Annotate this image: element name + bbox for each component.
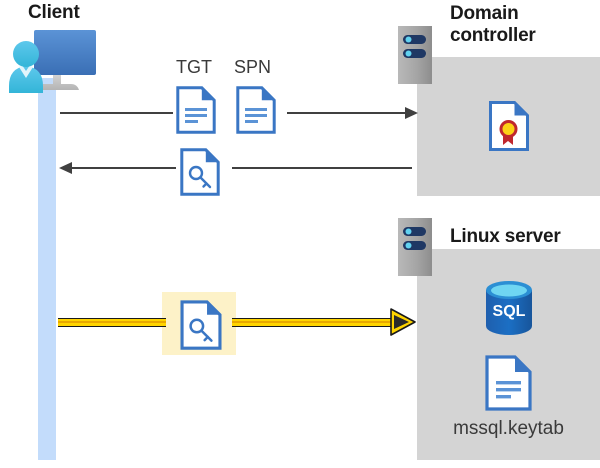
sql-database-icon: SQL (483, 281, 535, 340)
spn-label: SPN (234, 57, 272, 77)
server-rack-icon (398, 218, 432, 276)
tgt-document-icon (176, 86, 216, 139)
keytab-document-icon (485, 355, 532, 416)
tgt-label: TGT (176, 57, 212, 77)
service-ticket-flow-line-left (58, 318, 166, 327)
certificate-document-icon (489, 101, 529, 156)
spn-document-icon (236, 86, 276, 139)
response-flow-line-right (232, 167, 412, 169)
service-ticket-arrowhead-right (390, 307, 416, 342)
client-title: Client (28, 2, 80, 23)
request-arrowhead-right (405, 106, 419, 125)
response-flow-line-left (72, 167, 176, 169)
domain-controller-title-line1: Domain (450, 3, 519, 24)
domain-controller-title: Domain controller (450, 3, 595, 48)
request-flow-line-right (287, 112, 409, 114)
client-computer-user-icon (5, 24, 97, 96)
sql-label: SQL (493, 303, 526, 320)
domain-controller-title-line2: controller (450, 25, 536, 47)
client-lifeline (38, 78, 56, 460)
request-flow-line-left (60, 112, 173, 114)
keytab-file-label: mssql.keytab (453, 418, 564, 439)
service-ticket-flow-line-right (232, 318, 395, 327)
linux-server-title: Linux server (450, 226, 561, 247)
response-arrowhead-left (58, 161, 72, 180)
key-document-icon (180, 300, 222, 355)
server-rack-icon (398, 26, 432, 84)
key-document-icon (180, 148, 220, 201)
